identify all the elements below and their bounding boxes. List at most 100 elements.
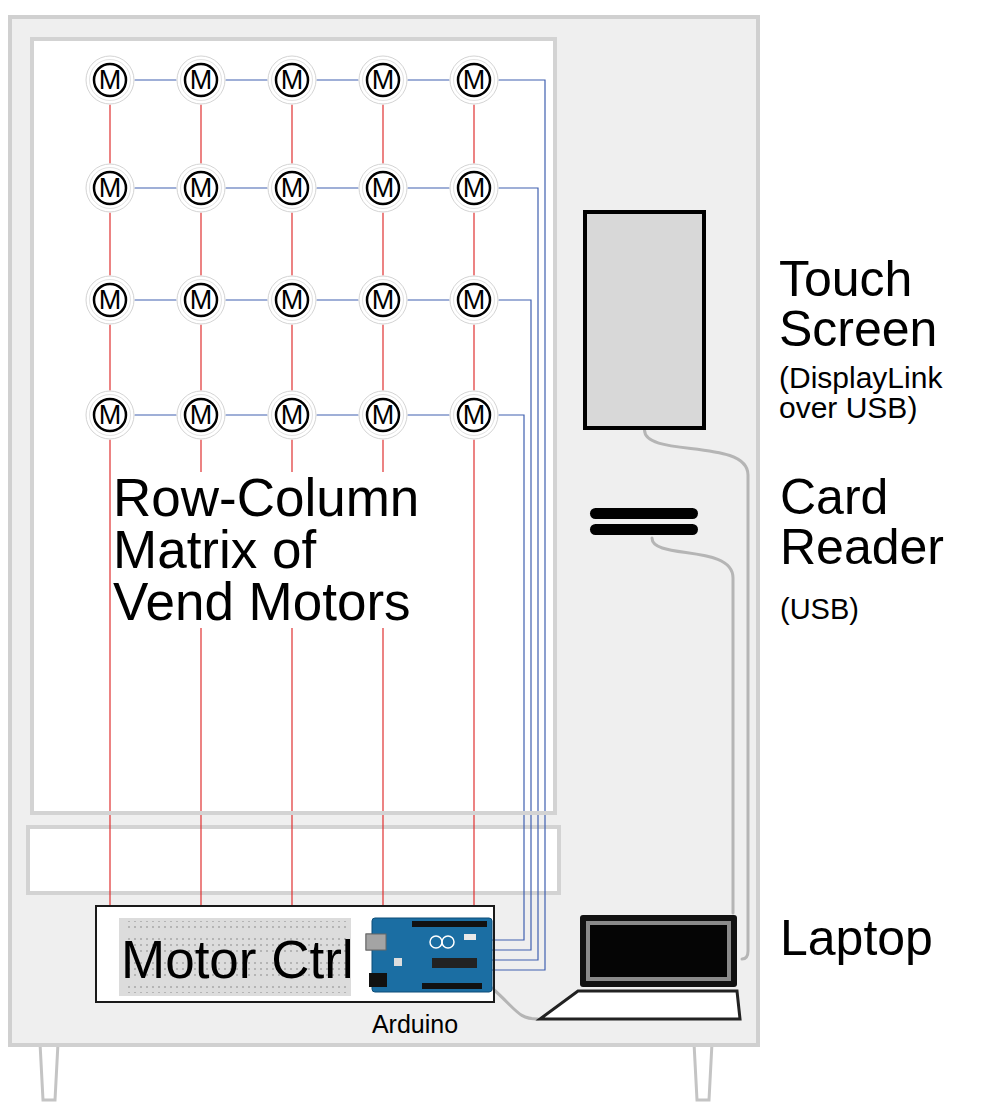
label-group: Row-Column Matrix of Vend Motors (113, 472, 433, 628)
usb-cable (652, 538, 733, 913)
motor-label: M (449, 275, 499, 325)
column-wire (473, 440, 474, 905)
motor-label: M (449, 163, 499, 213)
motor-part (177, 276, 225, 324)
column-wire (291, 213, 292, 275)
row-wire (226, 187, 267, 188)
label-group: M (267, 163, 317, 213)
vend-motor: M (267, 275, 317, 325)
touch-screen: Touch Screen(DisplayLink over USB) (583, 210, 706, 430)
row-wire (135, 414, 176, 415)
column-wire (109, 440, 110, 905)
vend-motor: M (176, 390, 226, 440)
motor-label: M (358, 390, 408, 440)
column-wire (473, 325, 474, 390)
row-wire (492, 300, 531, 950)
label-group: M (358, 163, 408, 213)
label-group: M (449, 55, 499, 105)
motor-label: M (176, 275, 226, 325)
arduino-part (464, 934, 476, 940)
motor-controller: Motor CtrlArduino (95, 905, 495, 1003)
matrix-label: Row-Column Matrix of Vend Motors (113, 472, 433, 628)
card-reader: Card Reader(USB) (588, 505, 700, 538)
motor-part (450, 391, 498, 439)
row-wire (317, 414, 358, 415)
label-group: Laptop (780, 913, 970, 963)
vend-motor: M (449, 163, 499, 213)
vend-motor: M (176, 163, 226, 213)
laptop: Laptop (538, 913, 742, 1023)
vend-motor: M (449, 390, 499, 440)
row-wire (408, 79, 449, 80)
device-label: Laptop (780, 913, 970, 963)
arduino-board: Arduino (372, 918, 492, 992)
reader-shape (588, 505, 700, 538)
motor-label: M (85, 163, 135, 213)
board-label: Arduino (355, 1010, 475, 1038)
column-wire (473, 105, 474, 163)
vend-motor: M (267, 55, 317, 105)
motor-label: M (85, 275, 135, 325)
vend-motor: M (85, 163, 135, 213)
label-group: Touch Screen(DisplayLink over USB) (779, 254, 976, 423)
motor-part (359, 276, 407, 324)
motor-label: M (176, 55, 226, 105)
row-wire (135, 187, 176, 188)
motor-part (268, 391, 316, 439)
column-wire (382, 325, 383, 390)
breadboard-holes (124, 921, 346, 931)
motor-label: M (85, 390, 135, 440)
vend-motor: M (85, 390, 135, 440)
arduino-part (430, 936, 442, 948)
motor-label: M (449, 55, 499, 105)
row-wire (408, 414, 449, 415)
arduino-part (442, 936, 454, 948)
vend-motor: M (358, 55, 408, 105)
label-group: M (267, 390, 317, 440)
motor-label: M (358, 275, 408, 325)
label-group: M (85, 390, 135, 440)
label-group: Card Reader(USB) (780, 472, 970, 624)
label-group: M (85, 163, 135, 213)
motor-part (86, 391, 134, 439)
motor-part (86, 276, 134, 324)
device-note: (USB) (780, 594, 970, 624)
arduino-part (366, 934, 386, 950)
label-group: M (449, 275, 499, 325)
vend-motor: M (85, 275, 135, 325)
label-group: M (176, 55, 226, 105)
motor-label: M (267, 275, 317, 325)
vend-motor: M (267, 390, 317, 440)
row-wire (317, 79, 358, 80)
label-group: M (358, 275, 408, 325)
motor-label: M (267, 163, 317, 213)
laptop-part (540, 991, 740, 1019)
motor-label: M (358, 55, 408, 105)
vend-motor: M (176, 275, 226, 325)
motor-label: M (267, 55, 317, 105)
laptop-part (580, 915, 737, 987)
label-group: M (358, 390, 408, 440)
reader-part (590, 524, 698, 535)
label-group: M (267, 55, 317, 105)
vend-motor: M (267, 163, 317, 213)
label-group: M (176, 275, 226, 325)
arduino-part (366, 934, 388, 950)
motor-part (86, 56, 134, 104)
arduino-part (394, 958, 402, 966)
label-group: Arduino (355, 1010, 475, 1038)
cabinet-body (10, 17, 758, 1045)
motor-part (177, 391, 225, 439)
motor-label: M (85, 55, 135, 105)
arduino-shape (372, 918, 492, 992)
motor-part (177, 164, 225, 212)
motor-part (177, 56, 225, 104)
motor-part (268, 56, 316, 104)
row-wire (226, 414, 267, 415)
device-label: Touch Screen (779, 254, 976, 354)
row-wire (408, 299, 449, 300)
label-group: M (85, 275, 135, 325)
row-wire (317, 187, 358, 188)
row-wire (135, 79, 176, 80)
